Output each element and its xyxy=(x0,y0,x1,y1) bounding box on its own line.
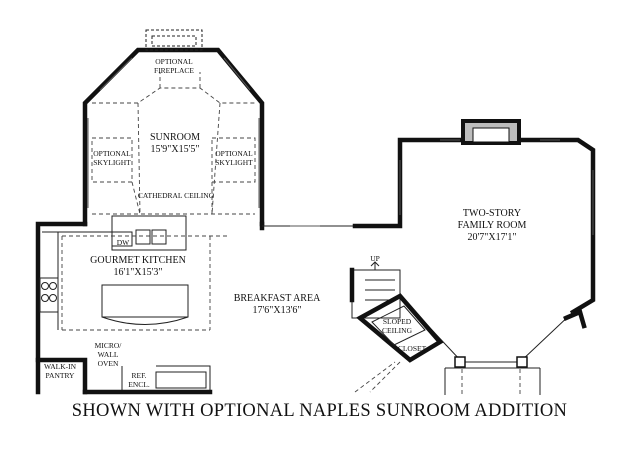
family-fireplace xyxy=(461,119,521,145)
sunroom-fireplace xyxy=(145,29,203,51)
label-sloped-1: SLOPED xyxy=(383,317,412,326)
label-micro-2: WALL xyxy=(98,350,119,359)
label-breakfast-dims: 17'6"X13'6" xyxy=(253,305,302,316)
stairs xyxy=(349,261,444,393)
label-skylight-right-2: SKYLIGHT xyxy=(215,158,253,167)
label-pantry-1: WALK-IN xyxy=(44,362,77,371)
sunroom-ceiling-lines xyxy=(91,72,256,215)
label-closet: CLOSET xyxy=(398,344,427,353)
label-cathedral: CATHEDRAL CEILING xyxy=(138,191,215,200)
label-stairs-up: UP xyxy=(370,254,380,263)
label-sunroom-dims: 15'9"X15'5" xyxy=(151,144,200,155)
pantry-area xyxy=(35,357,213,395)
label-micro-3: OVEN xyxy=(98,359,119,368)
label-micro-1: MICRO/ xyxy=(95,341,123,350)
label-fireplace-2: FIREPLACE xyxy=(154,66,194,75)
label-dw: DW xyxy=(117,238,130,247)
house-walls xyxy=(35,137,596,395)
family-bay xyxy=(399,295,587,395)
label-family-dims: 20'7"X17'1" xyxy=(468,232,517,243)
label-skylight-left-2: SKYLIGHT xyxy=(93,158,131,167)
label-ref-2: ENCL. xyxy=(128,380,150,389)
label-breakfast: BREAKFAST AREA xyxy=(234,293,321,304)
label-skylight-right-1: OPTIONAL xyxy=(215,149,253,158)
label-fireplace-1: OPTIONAL xyxy=(155,57,193,66)
label-kitchen-dims: 16'1"X15'3" xyxy=(114,267,163,278)
label-family-1: TWO-STORY xyxy=(463,208,521,219)
label-skylight-left-1: OPTIONAL xyxy=(93,149,131,158)
plan-caption: SHOWN WITH OPTIONAL NAPLES SUNROOM ADDIT… xyxy=(71,401,568,421)
kitchen-counters xyxy=(39,215,187,330)
labels: OPTIONAL FIREPLACE SUNROOM 15'9"X15'5" O… xyxy=(44,57,527,389)
label-kitchen: GOURMET KITCHEN xyxy=(90,255,186,266)
label-sloped-2: CEILING xyxy=(382,326,413,335)
label-pantry-2: PANTRY xyxy=(46,371,75,380)
label-ref-1: REF. xyxy=(131,371,146,380)
kitchen-island xyxy=(101,284,189,325)
kitchen-soffit xyxy=(61,235,230,331)
label-family-2: FAMILY ROOM xyxy=(458,220,527,231)
label-sunroom: SUNROOM xyxy=(150,132,200,143)
